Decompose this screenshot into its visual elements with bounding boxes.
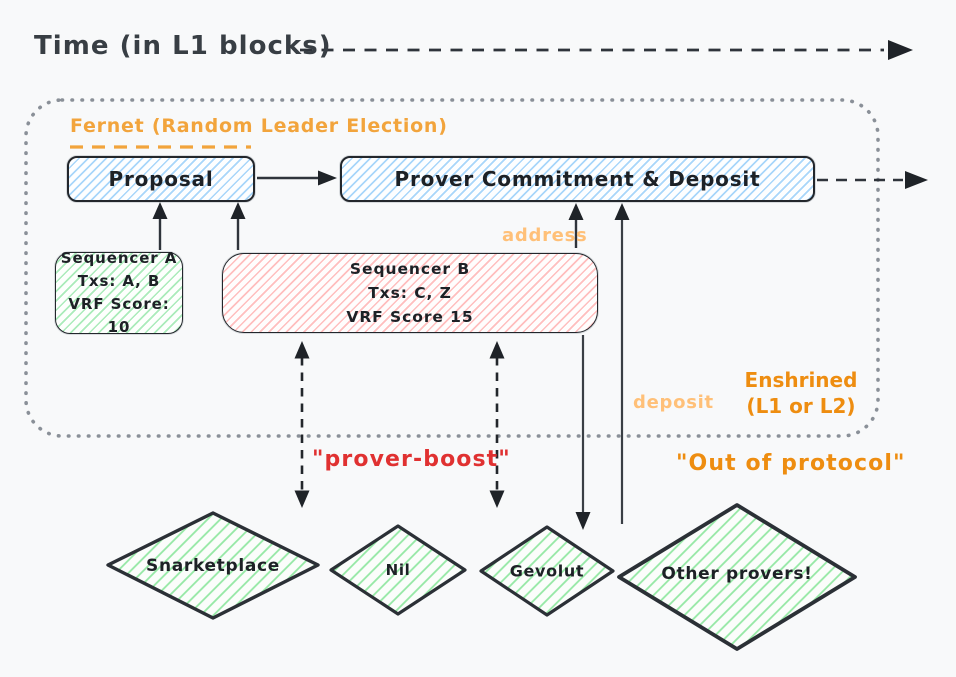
enshrined-label: Enshrined (L1 or L2) <box>736 367 866 419</box>
prover-commitment-box-label: Prover Commitment & Deposit <box>394 167 761 191</box>
deposit-label: deposit <box>633 392 714 413</box>
sequencer-a-card: Sequencer A Txs: A, B VRF Score: 10 <box>55 249 183 336</box>
diamond-other-provers <box>617 503 857 651</box>
sequencer-b-to-proposal-arrow <box>230 202 246 250</box>
sequencer-a-line-3: VRF Score: 10 <box>68 295 170 337</box>
sequencer-b-to-provers-arrow <box>575 335 591 530</box>
out-of-protocol-label: "Out of protocol" <box>676 451 906 476</box>
time-axis-arrow <box>300 40 913 60</box>
sequencer-b-line-1: Sequencer B <box>349 259 471 278</box>
enshrined-line-1: Enshrined <box>744 368 858 392</box>
enshrined-line-2: (L1 or L2) <box>746 394 856 418</box>
diamond-nil <box>329 524 467 616</box>
address-label: address <box>502 225 588 246</box>
proposal-box: Proposal <box>67 156 255 202</box>
diamond-gevolut-label: Gevolut <box>509 561 585 581</box>
sequencer-a-line-1: Sequencer A <box>60 248 178 267</box>
deposit-arrow <box>614 203 630 524</box>
diamond-snarketplace-label: Snarketplace <box>146 556 280 576</box>
prover-commitment-box: Prover Commitment & Deposit <box>340 156 815 202</box>
sequencer-b-line-2: Txs: C, Z <box>368 283 452 302</box>
proposal-to-prover-arrow <box>257 170 337 186</box>
prover-boost-left-arrow <box>294 341 310 508</box>
diamond-snarketplace <box>106 511 320 620</box>
time-axis-label: Time (in L1 blocks) <box>34 31 332 61</box>
prover-exit-dashed-arrow <box>817 171 928 189</box>
sequencer-a-to-proposal-arrow <box>152 202 168 250</box>
prover-boost-right-arrow <box>489 341 505 508</box>
address-arrow <box>568 203 584 248</box>
prover-boost-label: "prover-boost" <box>312 447 511 472</box>
diamond-other-provers-label: Other provers! <box>661 564 813 584</box>
enshrined-container-border <box>24 98 880 438</box>
sequencer-b-line-3: VRF Score 15 <box>346 308 474 326</box>
sequencer-a-line-2: Txs: A, B <box>77 271 161 290</box>
proposal-box-label: Proposal <box>108 167 214 191</box>
diamond-gevolut <box>479 525 615 617</box>
sequencer-b-card: Sequencer B Txs: C, Z VRF Score 15 <box>222 253 598 333</box>
fernet-label: Fernet (Random Leader Election) <box>70 115 448 137</box>
diamond-nil-label: Nil <box>385 561 411 579</box>
